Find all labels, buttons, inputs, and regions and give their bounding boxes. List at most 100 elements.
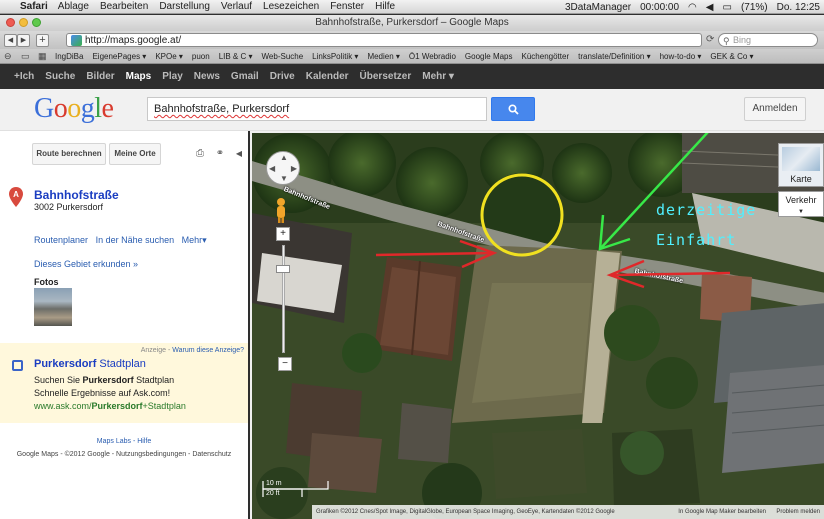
bookmark-item[interactable]: puon bbox=[191, 51, 210, 61]
ad-url-a: www.ask.com/ bbox=[34, 401, 92, 411]
ad-url[interactable]: www.ask.com/Purkersdorf+Stadtplan bbox=[34, 401, 186, 411]
browser-toolbar: ◀ ▶ + http://maps.google.at/ ⟳ ⚲ Bing bbox=[0, 31, 824, 49]
map-maker-link[interactable]: In Google Map Maker bearbeiten bbox=[678, 509, 766, 515]
gbar-kalender[interactable]: Kalender bbox=[305, 71, 349, 82]
bookmark-item[interactable]: Ö1 Webradio bbox=[408, 51, 456, 61]
result-title[interactable]: Bahnhofstraße bbox=[34, 188, 119, 202]
bookmark-item[interactable]: Küchengötter bbox=[521, 51, 570, 61]
nearby-search-link[interactable]: In der Nähe suchen bbox=[95, 235, 175, 245]
pan-down-icon[interactable]: ▼ bbox=[280, 174, 288, 183]
print-icon[interactable]: ⎙ bbox=[196, 148, 204, 159]
photo-thumbnail[interactable] bbox=[34, 288, 72, 326]
result-address: 3002 Purkersdorf bbox=[34, 202, 104, 212]
bookmark-item[interactable]: LinksPolitik ▾ bbox=[312, 51, 359, 61]
more-link[interactable]: Mehr▾ bbox=[181, 235, 207, 245]
gbar-bilder[interactable]: Bilder bbox=[86, 71, 115, 82]
explore-area-link[interactable]: Dieses Gebiet erkunden » bbox=[34, 259, 139, 269]
menu-item-verlauf[interactable]: Verlauf bbox=[220, 1, 253, 12]
why-ad-link[interactable]: Warum diese Anzeige? bbox=[172, 347, 244, 354]
zoom-window-icon[interactable] bbox=[32, 18, 41, 27]
gbar-mehr[interactable]: Mehr ▾ bbox=[422, 71, 454, 82]
bookmark-item[interactable]: how-to-do ▾ bbox=[659, 51, 702, 61]
forward-icon[interactable]: ▶ bbox=[17, 33, 30, 47]
menu-item-ablage[interactable]: Ablage bbox=[57, 1, 89, 12]
gbar-gmail[interactable]: Gmail bbox=[230, 71, 259, 82]
add-bookmark-icon[interactable]: + bbox=[36, 33, 49, 47]
maps-search-input[interactable]: Bahnhofstraße, Purkersdorf bbox=[147, 97, 487, 121]
bookmark-item[interactable]: Medien ▾ bbox=[367, 51, 400, 61]
window-titlebar: Bahnhofstraße, Purkersdorf – Google Maps bbox=[0, 15, 824, 31]
battery-icon[interactable]: ▭ bbox=[722, 1, 732, 13]
google-logo[interactable]: Google bbox=[34, 93, 114, 124]
pan-left-icon[interactable]: ◀ bbox=[269, 164, 276, 173]
reload-icon[interactable]: ⟳ bbox=[706, 34, 715, 45]
signin-button[interactable]: Anmelden bbox=[744, 97, 806, 121]
bookmarks-book-icon[interactable]: ▭ bbox=[21, 50, 30, 61]
top-sites-icon[interactable]: ▦ bbox=[38, 50, 47, 61]
zoom-out-button[interactable]: − bbox=[278, 357, 292, 371]
zoom-slider-track[interactable] bbox=[282, 245, 285, 353]
bookmark-item[interactable]: IngDiBa bbox=[55, 51, 84, 61]
collapse-panel-icon[interactable]: ◀ bbox=[235, 149, 243, 158]
back-icon[interactable]: ◀ bbox=[4, 33, 17, 47]
menu-item-bearbeiten[interactable]: Bearbeiten bbox=[99, 1, 149, 12]
gbar-news[interactable]: News bbox=[193, 71, 220, 82]
menu-item-fenster[interactable]: Fenster bbox=[330, 1, 365, 12]
report-problem-link[interactable]: Problem melden bbox=[776, 509, 820, 515]
address-bar[interactable]: http://maps.google.at/ bbox=[66, 33, 702, 47]
footer-legal[interactable]: Google Maps - ©2012 Google - Nutzungsbed… bbox=[16, 451, 232, 458]
route-planner-link[interactable]: Routenplaner bbox=[34, 235, 89, 245]
menu-item-lesezeichen[interactable]: Lesezeichen bbox=[263, 1, 320, 12]
google-bar: +Ich Suche Bilder Maps Play News Gmail D… bbox=[0, 64, 824, 89]
address-text: http://maps.google.at/ bbox=[85, 34, 182, 46]
my-places-button[interactable]: Meine Orte bbox=[109, 143, 161, 165]
status-app-name[interactable]: 3DataManager bbox=[564, 1, 632, 13]
pan-right-icon[interactable]: ▶ bbox=[290, 164, 297, 173]
bookmark-item[interactable]: Web-Suche bbox=[261, 51, 304, 61]
map-type-control: Karte Verkehr ▼ bbox=[778, 143, 824, 217]
maps-search-button[interactable] bbox=[491, 97, 535, 121]
menu-app-name[interactable]: Safari bbox=[20, 1, 48, 12]
map-thumbnail-icon bbox=[782, 147, 820, 171]
volume-icon[interactable]: ◀ bbox=[705, 1, 714, 13]
scale-metric: 10 m bbox=[266, 480, 282, 487]
ad-link-icon bbox=[12, 360, 23, 371]
browser-search-field[interactable]: ⚲ Bing bbox=[718, 33, 818, 47]
bookmarks-bar: ⊖ ▭ ▦ IngDiBa EigenePages ▾ KPOe ▾ puon … bbox=[0, 49, 824, 64]
gbar-uebersetzer[interactable]: Übersetzer bbox=[359, 71, 412, 82]
bookmark-item[interactable]: EigenePages ▾ bbox=[92, 51, 147, 61]
gbar-maps[interactable]: Maps bbox=[125, 71, 152, 82]
bookmark-item[interactable]: KPOe ▾ bbox=[155, 51, 183, 61]
bookmark-item[interactable]: translate/Definition ▾ bbox=[578, 51, 651, 61]
reading-list-icon[interactable]: ⊖ bbox=[4, 50, 12, 61]
gbar-suche[interactable]: Suche bbox=[45, 71, 76, 82]
minimize-window-icon[interactable] bbox=[19, 18, 28, 27]
wifi-icon[interactable]: ◠ bbox=[688, 1, 697, 13]
left-panel: Route berechnen Meine Orte ⎙ ⚭ ◀ A Bahnh… bbox=[0, 131, 248, 519]
bookmark-item[interactable]: LIB & C ▾ bbox=[218, 51, 253, 61]
traffic-layer-button[interactable]: Verkehr ▼ bbox=[778, 191, 824, 217]
gbar-plus-ich[interactable]: +Ich bbox=[14, 71, 35, 82]
pan-up-icon[interactable]: ▲ bbox=[280, 153, 288, 162]
red-arrow-left bbox=[375, 239, 498, 269]
menu-item-hilfe[interactable]: Hilfe bbox=[375, 1, 396, 12]
map-scale: 10 m 20 ft bbox=[262, 479, 332, 499]
satellite-map[interactable]: Bahnhofstraße Bahnhofstraße Bahnhofstraß… bbox=[250, 131, 824, 519]
gbar-drive[interactable]: Drive bbox=[269, 71, 295, 82]
map-type-karte-button[interactable]: Karte bbox=[778, 143, 824, 187]
result-marker-icon[interactable]: A bbox=[9, 187, 23, 207]
link-icon[interactable]: ⚭ bbox=[215, 148, 225, 159]
menu-item-darstellung[interactable]: Darstellung bbox=[159, 1, 210, 12]
bookmark-item[interactable]: GEK & Co ▾ bbox=[710, 51, 754, 61]
ad-title[interactable]: Purkersdorf Stadtplan bbox=[34, 358, 146, 370]
gbar-play[interactable]: Play bbox=[162, 71, 183, 82]
zoom-in-button[interactable]: + bbox=[276, 227, 290, 241]
zoom-slider-thumb[interactable] bbox=[276, 265, 290, 273]
bookmark-item[interactable]: Google Maps bbox=[464, 51, 513, 61]
menubar-clock[interactable]: Do. 12:25 bbox=[776, 1, 820, 13]
footer-links[interactable]: Maps Labs - Hilfe bbox=[96, 438, 152, 445]
pegman-street-view-icon[interactable] bbox=[274, 197, 288, 227]
route-button[interactable]: Route berechnen bbox=[32, 143, 106, 165]
close-window-icon[interactable] bbox=[6, 18, 15, 27]
pan-control[interactable]: ▲ ◀ ▶ ▼ bbox=[266, 151, 300, 185]
